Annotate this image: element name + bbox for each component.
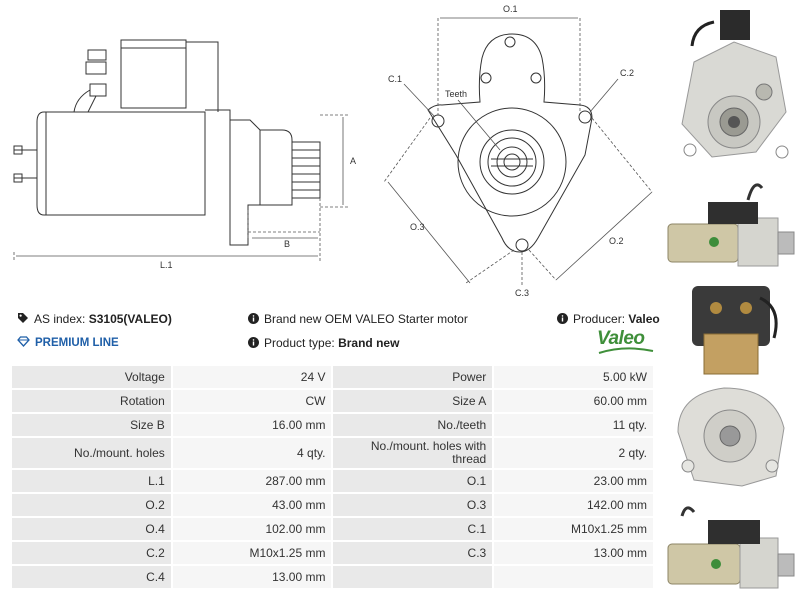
leaf-logo (598, 347, 654, 354)
spec-label: C.2 (12, 542, 171, 564)
as-index-line: AS index: S3105(VALEO) (17, 312, 172, 326)
tag-icon (18, 313, 28, 323)
info-icon (557, 313, 568, 324)
spec-label: C.4 (12, 566, 171, 588)
spec-label: C.3 (333, 542, 493, 564)
spec-value: 24 V (172, 366, 332, 388)
spec-value: 142.00 mm (494, 494, 653, 516)
producer-label: Producer: (573, 312, 626, 326)
product-photo-flange[interactable] (664, 380, 798, 490)
valeo-logo: Valeo (597, 328, 645, 349)
spec-value: 5.00 kW (494, 366, 653, 388)
spec-label: O.4 (12, 518, 171, 540)
spec-value: 11 qty. (494, 414, 653, 436)
dim-label-c3: C.3 (515, 288, 529, 298)
spec-value (494, 566, 653, 588)
premium-line: PREMIUM LINE (17, 336, 119, 349)
product-photo-side[interactable] (664, 172, 798, 272)
spec-label: Size A (333, 390, 493, 412)
info-icon (248, 313, 259, 324)
spec-label: No./teeth (333, 414, 493, 436)
as-index-label: AS index: (34, 312, 86, 326)
spec-label: C.1 (333, 518, 493, 540)
dim-label-c2: C.2 (620, 68, 634, 78)
spec-value: 60.00 mm (494, 390, 653, 412)
spec-value: CW (172, 390, 332, 412)
product-type-label: Product type: (264, 336, 335, 350)
spec-value: 4 qty. (172, 438, 332, 468)
spec-value: 2 qty. (494, 438, 653, 468)
dim-label-o3: O.3 (410, 222, 425, 232)
as-index-value: S3105(VALEO) (88, 312, 172, 326)
product-photo-top[interactable] (664, 278, 798, 378)
product-photo-front[interactable] (664, 2, 798, 170)
spec-label: O.1 (333, 470, 493, 492)
producer-line: Producer: Valeo (557, 312, 660, 326)
spec-value: 287.00 mm (172, 470, 332, 492)
info-icon (248, 337, 259, 348)
product-type-line: Product type: Brand new (248, 336, 399, 350)
spec-label: Rotation (12, 390, 171, 412)
diamond-icon (17, 336, 30, 347)
description-line: Brand new OEM VALEO Starter motor (248, 312, 468, 326)
spec-label: No./mount. holes with thread (333, 438, 493, 468)
spec-label: O.2 (12, 494, 171, 516)
spec-label: Size B (12, 414, 171, 436)
spec-value: 23.00 mm (494, 470, 653, 492)
spec-value: 102.00 mm (172, 518, 332, 540)
description-text: Brand new OEM VALEO Starter motor (264, 312, 468, 326)
dim-label-o2: O.2 (609, 236, 624, 246)
spec-label (333, 566, 493, 588)
spec-value: 43.00 mm (172, 494, 332, 516)
dim-label-o1: O.1 (503, 4, 518, 14)
technical-drawing: A B L.1 O.1 C.1 C.2 Teeth (13, 4, 653, 298)
dim-label-b: B (284, 239, 290, 249)
product-type-value: Brand new (338, 336, 400, 350)
dim-label-teeth: Teeth (445, 89, 467, 99)
spec-label: No./mount. holes (12, 438, 171, 468)
product-photo-side-2[interactable] (664, 492, 798, 592)
dim-label-l1: L.1 (160, 260, 173, 270)
spec-value: M10x1.25 mm (494, 518, 653, 540)
producer-value: Valeo (628, 312, 660, 326)
spec-value: 13.00 mm (172, 566, 332, 588)
spec-value: 13.00 mm (494, 542, 653, 564)
spec-label: O.3 (333, 494, 493, 516)
spec-label: L.1 (12, 470, 171, 492)
spec-label: Voltage (12, 366, 171, 388)
dim-label-a: A (350, 156, 356, 166)
dim-label-c1: C.1 (388, 74, 402, 84)
premium-line-label: PREMIUM LINE (35, 337, 119, 349)
spec-value: 16.00 mm (172, 414, 332, 436)
spec-label: Power (333, 366, 493, 388)
spec-value: M10x1.25 mm (172, 542, 332, 564)
